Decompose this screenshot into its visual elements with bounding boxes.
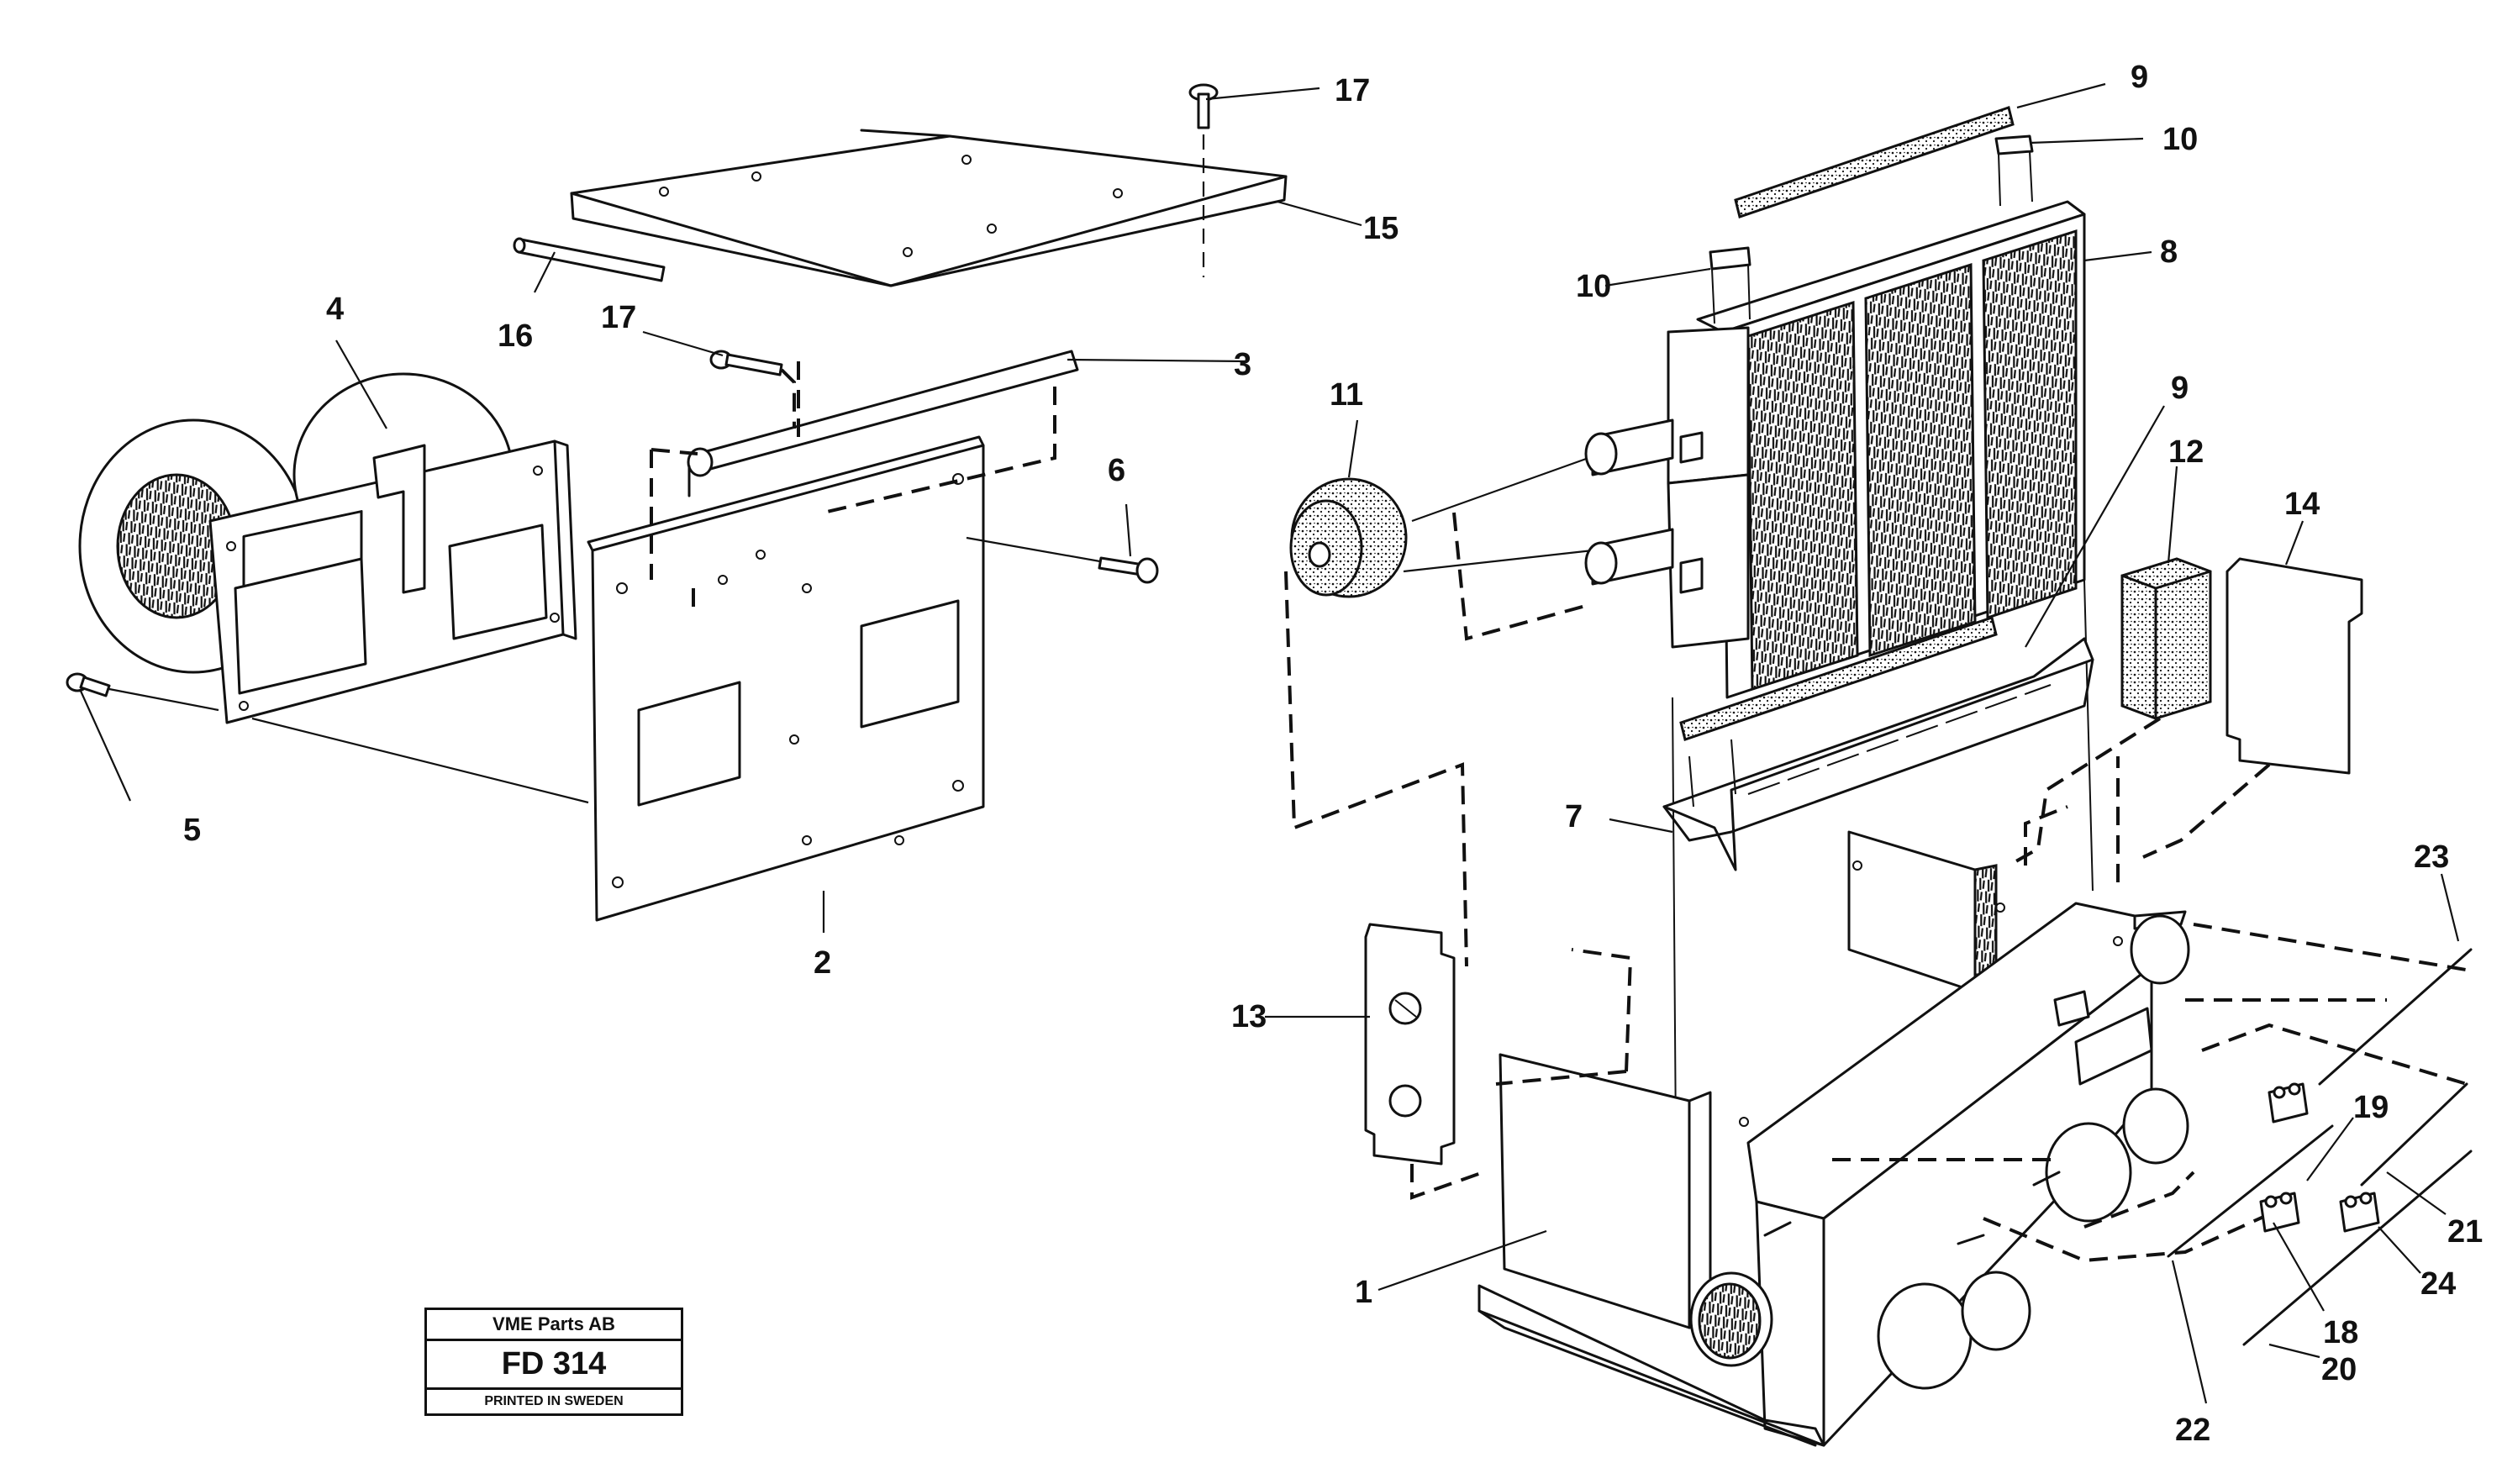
rod bbox=[513, 237, 666, 282]
label-part-17-middle: 17 bbox=[601, 300, 636, 335]
heater-core bbox=[1584, 200, 2094, 1253]
wire-rod-23 bbox=[2318, 948, 2473, 1086]
blower-fan-unit bbox=[78, 372, 577, 724]
connector-block-19 bbox=[2268, 1082, 2309, 1124]
connector-block-24 bbox=[2339, 1192, 2380, 1233]
wire-rod-20 bbox=[2242, 1150, 2473, 1346]
stamp-printed: PRINTED IN SWEDEN bbox=[484, 1394, 624, 1408]
label-part-24: 24 bbox=[2420, 1266, 2456, 1302]
label-part-7: 7 bbox=[1565, 799, 1583, 834]
wire-rod-21 bbox=[2360, 1082, 2468, 1187]
label-part-12: 12 bbox=[2168, 434, 2204, 470]
label-part-17-top: 17 bbox=[1335, 73, 1370, 108]
label-part-16: 16 bbox=[498, 318, 533, 354]
label-part-6: 6 bbox=[1108, 453, 1125, 488]
top-strip bbox=[687, 350, 1079, 514]
label-part-19: 19 bbox=[2353, 1090, 2389, 1125]
label-part-15: 15 bbox=[1363, 211, 1398, 246]
leader-lines bbox=[78, 82, 2460, 1404]
label-part-23: 23 bbox=[2414, 839, 2449, 875]
label-part-3: 3 bbox=[1234, 347, 1251, 382]
strip-guide-line bbox=[650, 448, 698, 609]
stamp-company: VME Parts AB bbox=[427, 1310, 681, 1341]
label-part-20: 20 bbox=[2321, 1352, 2357, 1387]
top-cover-plate bbox=[570, 129, 1288, 287]
label-part-14: 14 bbox=[2284, 487, 2320, 522]
part-labels: 1 2 3 4 5 6 7 8 9 9 10 10 11 12 13 14 15… bbox=[183, 60, 2483, 1448]
side-cover-plate bbox=[2142, 557, 2363, 859]
label-part-21: 21 bbox=[2447, 1214, 2483, 1250]
screw-top bbox=[1188, 83, 1219, 277]
heater-housing bbox=[1477, 756, 2472, 1447]
label-part-5: 5 bbox=[183, 813, 201, 848]
fan-screw bbox=[66, 672, 219, 712]
screw-middle bbox=[709, 350, 796, 429]
seal-strip-lower bbox=[1679, 616, 1998, 741]
label-part-1: 1 bbox=[1355, 1275, 1372, 1310]
label-part-11: 11 bbox=[1330, 377, 1363, 413]
plate-screw bbox=[966, 536, 1159, 584]
title-stamp: VME Parts AB FD 314 PRINTED IN SWEDEN bbox=[424, 1308, 683, 1416]
label-part-10-left: 10 bbox=[1576, 269, 1611, 304]
wire-rod-22 bbox=[2167, 1124, 2334, 1258]
label-part-2: 2 bbox=[814, 945, 831, 981]
seal-strip-top bbox=[1734, 106, 2015, 218]
label-part-9-lower: 9 bbox=[2171, 371, 2189, 406]
label-part-13: 13 bbox=[1231, 999, 1267, 1034]
mounting-plate bbox=[251, 435, 985, 922]
drip-tray bbox=[1662, 637, 2094, 871]
label-part-9-top: 9 bbox=[2131, 60, 2148, 95]
foam-block bbox=[2008, 557, 2212, 867]
clip-top-right bbox=[1994, 134, 2034, 207]
foam-grommet bbox=[1284, 456, 1593, 967]
label-part-22: 22 bbox=[2175, 1413, 2210, 1448]
label-part-4: 4 bbox=[326, 292, 344, 327]
clip-left bbox=[1709, 246, 1751, 324]
pipe-plate bbox=[1364, 923, 1484, 1200]
connector-block-18 bbox=[2259, 1192, 2300, 1233]
label-part-10-right: 10 bbox=[2162, 122, 2198, 157]
stamp-code: FD 314 bbox=[427, 1341, 681, 1390]
label-part-8: 8 bbox=[2160, 234, 2178, 270]
label-part-18: 18 bbox=[2323, 1315, 2358, 1350]
